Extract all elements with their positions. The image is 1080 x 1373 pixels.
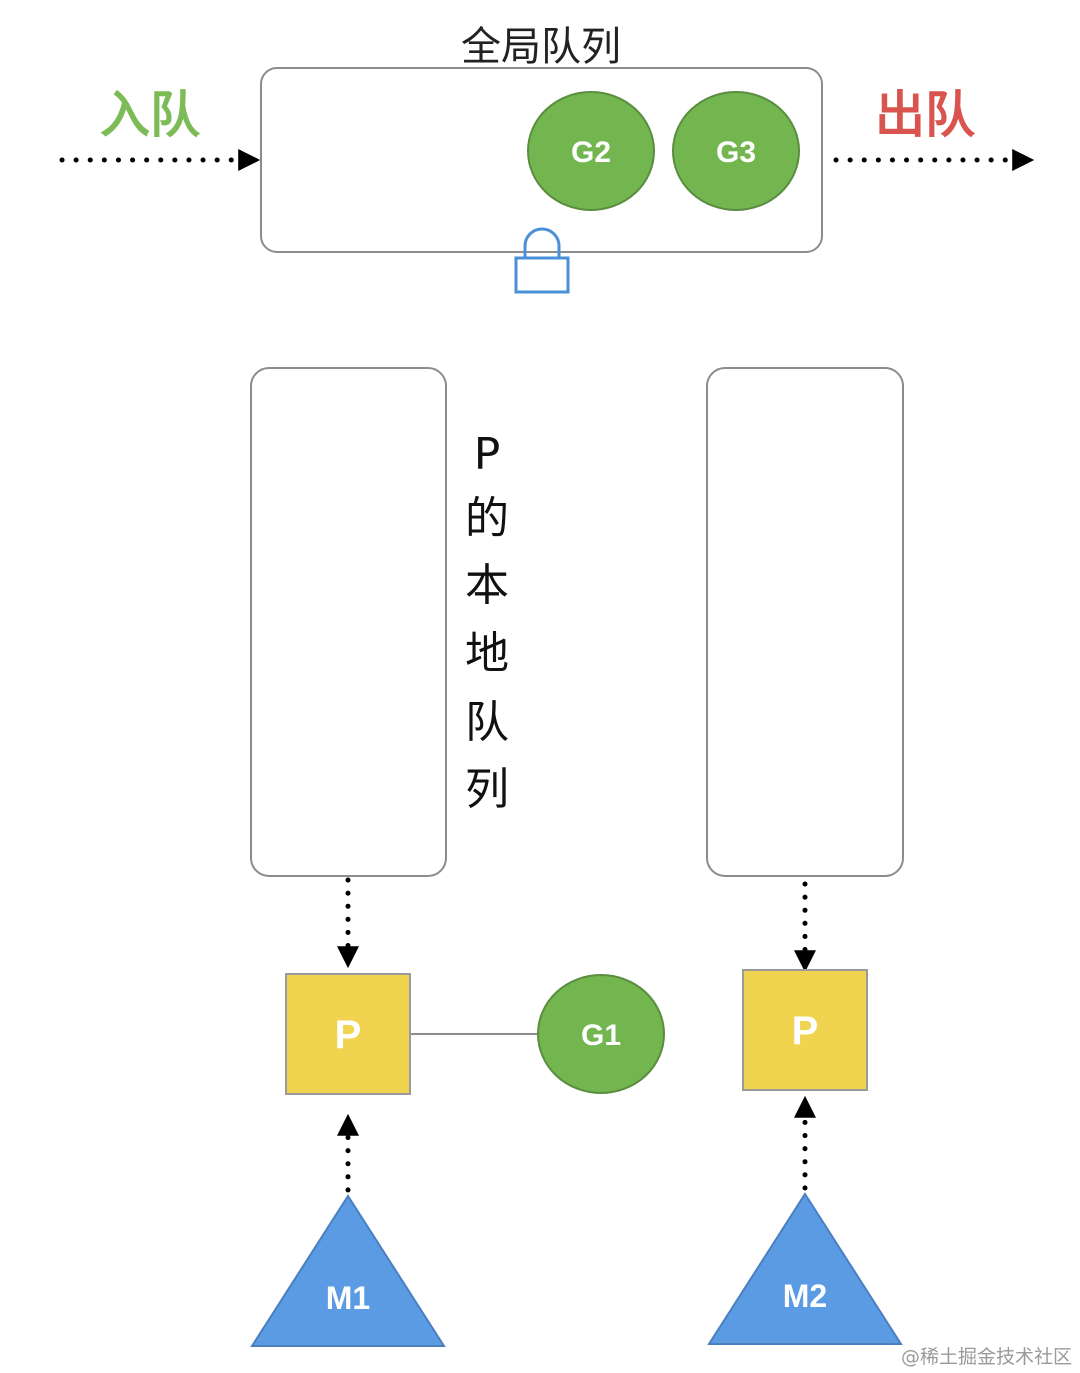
processor-right: P	[742, 969, 868, 1091]
local-queue-char: 队	[465, 697, 509, 748]
machine-m1-label: M1	[326, 1280, 370, 1316]
enqueue-label: 入队	[100, 86, 201, 144]
watermark: @稀土掘金技术社区	[901, 1346, 1072, 1368]
global-queue-title: 全局队列	[461, 24, 621, 70]
processor-right-label: P	[792, 1009, 819, 1053]
goroutine-g1-label: G1	[581, 1019, 621, 1052]
local-queue-label: P 的 本 地 队 列	[465, 429, 509, 815]
goroutine-g3: G3	[672, 91, 800, 211]
local-queue-box-right	[706, 367, 904, 877]
local-queue-char: P	[474, 429, 501, 480]
machine-m2: M2	[707, 1192, 903, 1345]
lock-icon	[514, 227, 570, 294]
machine-m2-label: M2	[783, 1278, 827, 1314]
local-queue-char: 的	[465, 493, 509, 544]
local-queue-char: 地	[465, 628, 509, 679]
processor-left: P	[285, 973, 411, 1095]
local-queue-char: 列	[465, 764, 509, 815]
goroutine-g2-label: G2	[571, 136, 611, 169]
processor-left-label: P	[335, 1013, 362, 1057]
machine-m1: M1	[250, 1194, 446, 1347]
goroutine-g2: G2	[527, 91, 655, 211]
goroutine-g1: G1	[537, 974, 665, 1094]
dequeue-label: 出队	[875, 86, 976, 144]
local-queue-box-left	[250, 367, 447, 877]
local-queue-char: 本	[465, 560, 509, 611]
goroutine-g3-label: G3	[716, 136, 756, 169]
